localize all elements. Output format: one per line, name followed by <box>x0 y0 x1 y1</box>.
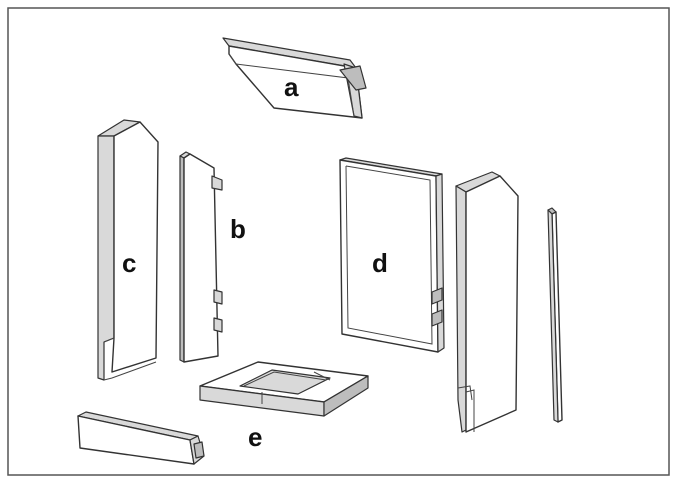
part-a: a <box>222 37 367 119</box>
part-c: c <box>97 119 159 381</box>
label-a: a <box>284 72 299 102</box>
part-b: b <box>179 151 246 363</box>
part-e: e <box>199 361 369 452</box>
label-c: c <box>122 248 136 278</box>
part-c-right <box>455 171 519 433</box>
label-e: e <box>248 422 262 452</box>
diagram-frame <box>7 7 670 476</box>
label-b: b <box>230 214 246 244</box>
part-strip <box>547 207 563 423</box>
part-lintel <box>77 411 205 465</box>
label-d: d <box>372 248 388 278</box>
part-d: d <box>339 157 445 353</box>
